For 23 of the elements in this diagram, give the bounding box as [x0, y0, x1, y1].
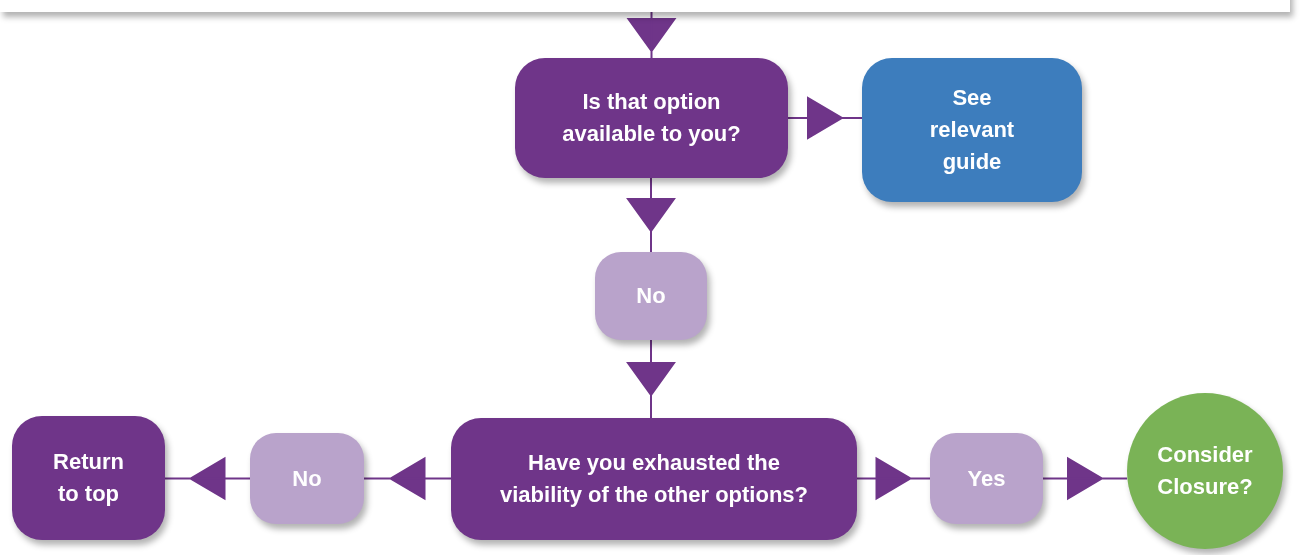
node-label: No	[636, 282, 666, 310]
node-label: Consider Closure?	[1156, 441, 1254, 501]
arrow	[626, 11, 676, 59]
decision-box	[12, 416, 165, 540]
decision-box	[451, 418, 857, 540]
arrow	[626, 339, 675, 419]
arrow	[164, 456, 251, 500]
answer-box	[250, 433, 364, 524]
answer-box	[930, 433, 1043, 524]
node-label: No	[292, 464, 322, 493]
decision-box	[515, 58, 788, 178]
guide-box	[862, 58, 1082, 202]
arrow	[363, 456, 452, 500]
node-label: Have you exhausted the viability of the other options?	[499, 449, 809, 509]
node-label: Return to top	[52, 448, 125, 508]
arrow	[856, 457, 931, 501]
arrow	[1042, 457, 1128, 501]
arrow	[626, 177, 675, 253]
answer-box	[595, 252, 707, 340]
node-label: Yes	[967, 464, 1006, 493]
node-label: Is that option available to you?	[561, 88, 742, 148]
node-label: See relevant guide	[928, 84, 1016, 176]
arrow	[787, 97, 863, 140]
